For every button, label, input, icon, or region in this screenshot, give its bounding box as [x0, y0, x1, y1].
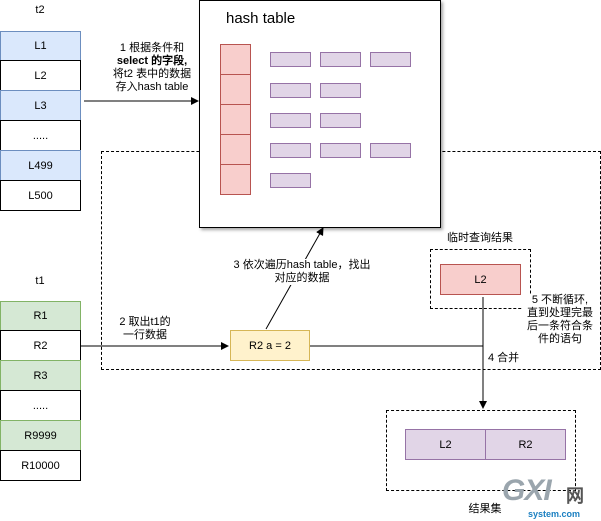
hash-entry [270, 113, 311, 128]
hash-entry [320, 52, 361, 67]
watermark-domain: system.com [528, 509, 581, 519]
step1-line: 1 根据条件和 [119, 42, 185, 54]
hash-table-title: hash table [226, 10, 296, 27]
hash-bucket [220, 104, 251, 135]
hash-entry [320, 143, 361, 158]
step3-line: 3 依次遍历hash table，找出 [233, 259, 371, 271]
step5-line: 直到处理完最 [527, 307, 593, 319]
hash-entry [270, 173, 311, 188]
step1-line: 将t2 表中的数据 [112, 68, 192, 80]
step5-line: 件的语句 [538, 333, 582, 345]
t2-row: L2 [0, 60, 81, 91]
hash-entry [270, 83, 311, 98]
final-result-right: R2 [485, 429, 566, 460]
current-row-box: R2 a = 2 [230, 330, 310, 361]
step1-line: 存入hash table [115, 81, 189, 93]
hash-bucket [220, 74, 251, 105]
step5-line: 后一条符合条 [527, 320, 593, 332]
t2-label: t2 [35, 4, 45, 16]
t2-row: L3 [0, 90, 81, 121]
t2-row: L1 [0, 31, 81, 61]
hash-entry [270, 52, 311, 67]
t1-row: R9999 [0, 420, 81, 451]
step5-line: 5 不断循环, [531, 294, 589, 306]
temp-result-value: L2 [440, 264, 521, 295]
step1-label: 1 根据条件和 select 的字段, 将t2 表中的数据 存入hash tab… [96, 42, 208, 94]
watermark-letters: GXI [502, 474, 552, 507]
hash-entry [370, 52, 411, 67]
hash-entry [320, 83, 361, 98]
watermark-suffix: 网 [566, 486, 584, 506]
step1-line: select 的字段, [116, 55, 188, 67]
hash-entry [370, 143, 411, 158]
step3-label: 3 依次遍历hash table，找出 对应的数据 [218, 259, 386, 285]
t2-row: ..... [0, 120, 81, 151]
t1-label: t1 [35, 275, 45, 287]
t1-row: R10000 [0, 450, 81, 481]
step2-line: 2 取出t1的 [119, 316, 171, 328]
t1-row: R1 [0, 301, 81, 331]
t2-row: L499 [0, 150, 81, 181]
watermark-logo: GXI 网 system.com [500, 474, 601, 521]
t1-row: R2 [0, 330, 81, 361]
hash-bucket [220, 164, 251, 195]
final-result-left: L2 [405, 429, 486, 460]
step4-label: 4 合并 [488, 352, 538, 365]
t2-row: L500 [0, 180, 81, 211]
hash-entry [320, 113, 361, 128]
final-result-box [386, 410, 576, 491]
step5-label: 5 不断循环, 直到处理完最 后一条符合条 件的语句 [523, 294, 597, 346]
t1-row: R3 [0, 360, 81, 391]
temp-result-title: 临时查询结果 [447, 232, 513, 244]
t1-row: ..... [0, 390, 81, 421]
hash-bucket [220, 134, 251, 165]
step2-label: 2 取出t1的 一行数据 [105, 316, 185, 342]
hash-bucket [220, 44, 251, 75]
step3-line: 对应的数据 [274, 272, 330, 284]
final-result-title: 结果集 [468, 503, 502, 515]
hash-entry [270, 143, 311, 158]
temp-result-box [430, 249, 531, 309]
step2-line: 一行数据 [123, 329, 167, 341]
